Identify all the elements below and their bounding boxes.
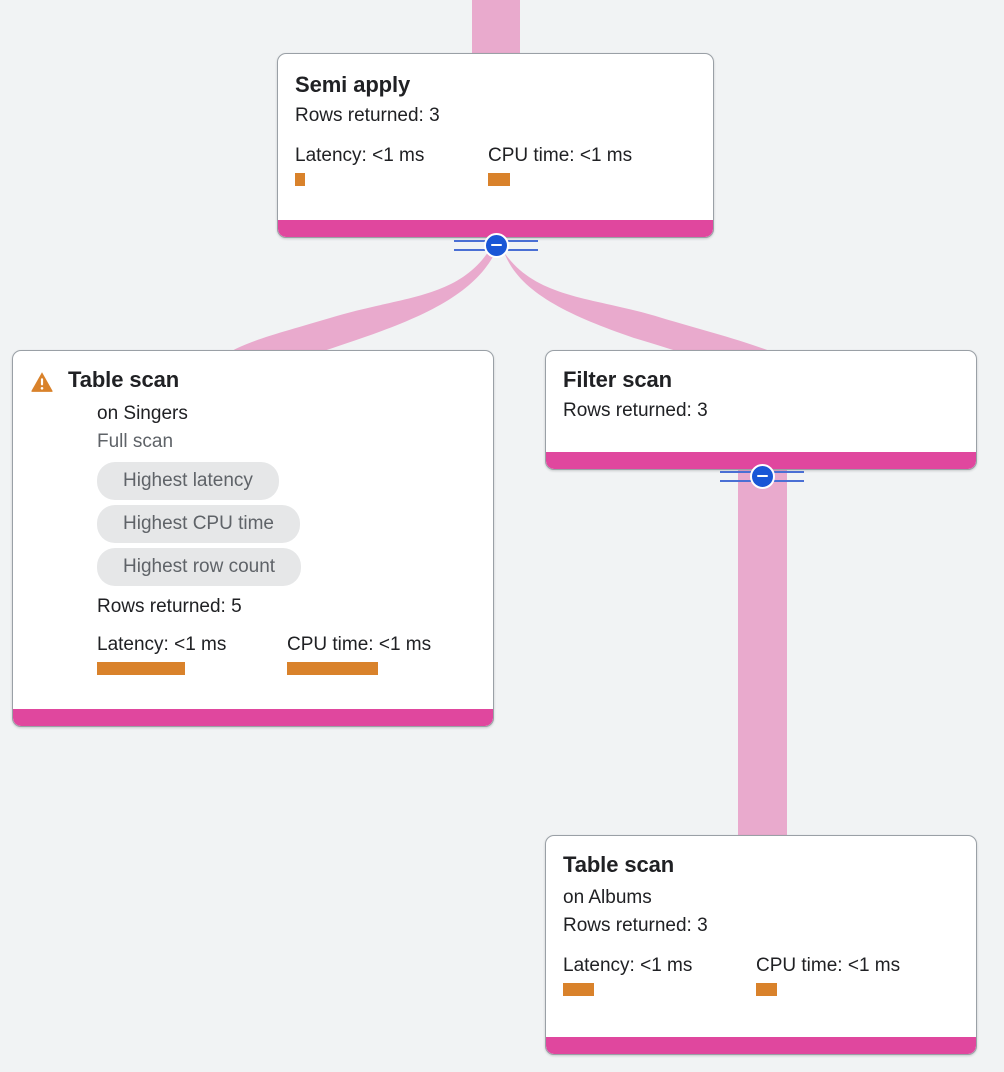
chip-highest-cpu-time[interactable]: Highest CPU time bbox=[97, 505, 300, 543]
node-chips: Highest latency Highest CPU time Highest… bbox=[30, 462, 476, 586]
node-metrics: Latency: <1 ms CPU time: <1 ms bbox=[30, 634, 476, 675]
metric-bar bbox=[97, 662, 185, 675]
metric-bar bbox=[488, 173, 510, 186]
metric-cpu-time: CPU time: <1 ms bbox=[488, 145, 632, 186]
collapse-minus-icon[interactable] bbox=[483, 232, 509, 258]
node-header: Table scan bbox=[30, 367, 476, 394]
node-body: Table scan on Albums Rows returned: 3 La… bbox=[546, 836, 976, 1010]
rows-returned: Rows returned: 3 bbox=[563, 915, 708, 936]
metric-latency: Latency: <1 ms bbox=[563, 955, 756, 996]
metric-latency: Latency: <1 ms bbox=[97, 634, 287, 675]
node-details: on Singers Full scan bbox=[30, 400, 476, 456]
metric-label: Latency: <1 ms bbox=[563, 955, 693, 976]
metric-label: Latency: <1 ms bbox=[97, 634, 227, 655]
metric-bar bbox=[563, 983, 594, 996]
metric-label: Latency: <1 ms bbox=[295, 145, 425, 166]
node-header: Table scan bbox=[563, 852, 959, 878]
metric-bar bbox=[287, 662, 378, 675]
node-metrics: Latency: <1 ms CPU time: <1 ms bbox=[563, 955, 959, 996]
node-title: Table scan bbox=[68, 367, 180, 392]
node-metrics: Latency: <1 ms CPU time: <1 ms bbox=[295, 145, 696, 186]
node-table-scan-singers[interactable]: Table scan on Singers Full scan Highest … bbox=[12, 350, 494, 727]
metric-bar bbox=[295, 173, 305, 186]
node-subtitle: on Albums bbox=[563, 887, 652, 908]
metric-bar bbox=[756, 983, 777, 996]
node-scan-type: Full scan bbox=[97, 431, 174, 452]
node-footer-bar bbox=[278, 220, 713, 237]
node-title: Table scan bbox=[563, 852, 675, 877]
node-title: Filter scan bbox=[563, 367, 672, 392]
collapse-minus-icon[interactable] bbox=[749, 463, 775, 489]
metric-label: CPU time: <1 ms bbox=[756, 955, 901, 976]
node-footer-bar bbox=[546, 452, 976, 469]
node-footer-bar bbox=[13, 709, 493, 726]
node-subtitle: on Singers bbox=[97, 403, 188, 424]
toggle-semi-apply[interactable] bbox=[454, 231, 538, 259]
node-body: Table scan on Singers Full scan Highest … bbox=[13, 351, 493, 689]
node-filter-scan[interactable]: Filter scan Rows returned: 3 bbox=[545, 350, 977, 470]
chip-highest-latency[interactable]: Highest latency bbox=[97, 462, 279, 500]
toggle-filter-scan[interactable] bbox=[720, 462, 804, 490]
chip-highest-row-count[interactable]: Highest row count bbox=[97, 548, 302, 586]
node-body: Semi apply Rows returned: 3 Latency: <1 … bbox=[278, 54, 713, 200]
metric-cpu-time: CPU time: <1 ms bbox=[287, 634, 431, 675]
metric-label: CPU time: <1 ms bbox=[287, 634, 432, 655]
node-title: Semi apply bbox=[295, 72, 411, 97]
metric-label: CPU time: <1 ms bbox=[488, 145, 633, 166]
node-footer-bar bbox=[546, 1037, 976, 1054]
warning-icon bbox=[31, 372, 53, 392]
metric-latency: Latency: <1 ms bbox=[295, 145, 488, 186]
rows-returned: Rows returned: 5 bbox=[97, 596, 242, 617]
node-table-scan-albums[interactable]: Table scan on Albums Rows returned: 3 La… bbox=[545, 835, 977, 1055]
node-semi-apply[interactable]: Semi apply Rows returned: 3 Latency: <1 … bbox=[277, 53, 714, 238]
metric-cpu-time: CPU time: <1 ms bbox=[756, 955, 900, 996]
edge-filter-scan-to-table-scan-albums bbox=[738, 470, 787, 856]
rows-returned: Rows returned: 3 bbox=[563, 400, 708, 421]
rows-returned: Rows returned: 3 bbox=[295, 105, 440, 126]
node-body: Filter scan Rows returned: 3 bbox=[546, 351, 976, 437]
node-header: Semi apply bbox=[295, 72, 696, 98]
node-header: Filter scan bbox=[563, 367, 959, 393]
